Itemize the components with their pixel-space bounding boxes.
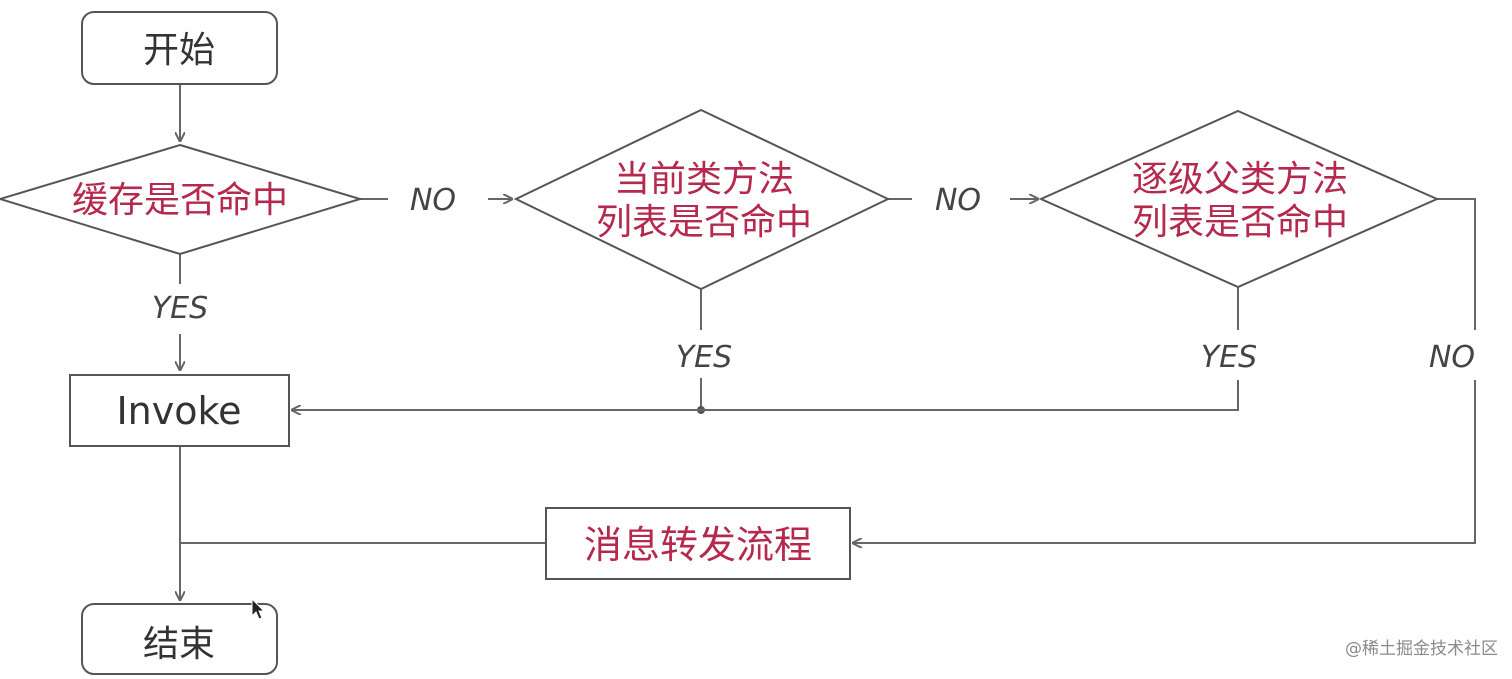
class-methods-decision-node: 当前类方法 列表是否命中 [513,108,891,291]
label-class-yes: YES [676,340,732,375]
cache-decision-shape [0,143,364,256]
cache-decision-label: 缓存是否命中 [72,180,288,221]
class-methods-label-line2: 列表是否命中 [596,202,812,243]
superclass-methods-label-line1: 逐级父类方法 [1132,159,1348,200]
label-cache-no: NO [410,183,456,218]
end-node-label: 结束 [143,624,215,665]
label-cache-yes: YES [152,291,208,326]
invoke-node: Invoke [69,374,290,447]
forwarding-node: 消息转发流程 [545,507,851,580]
edges [180,84,1476,600]
class-methods-decision-shape [513,108,891,291]
mouse-cursor-icon [251,597,266,620]
edge-super-yes-to-invoke [292,380,1239,410]
end-node: 结束 [81,603,278,675]
end-node-shape [81,603,278,675]
edge-super-no-to-forwarding [853,380,1476,543]
class-methods-label-line1: 当前类方法 [614,159,794,200]
invoke-node-label: Invoke [116,389,241,433]
label-class-no: NO [935,183,981,218]
label-super-no: NO [1429,340,1475,375]
start-node: 开始 [81,11,278,85]
start-node-shape [81,11,278,85]
cache-decision-node: 缓存是否命中 [0,143,364,256]
label-super-yes: YES [1201,340,1257,375]
superclass-methods-decision-shape [1038,109,1440,289]
superclass-methods-decision-node: 逐级父类方法 列表是否命中 [1038,109,1440,289]
watermark: @稀土掘金技术社区 [1345,639,1498,659]
forwarding-node-shape [545,507,851,580]
superclass-methods-label-line2: 列表是否命中 [1132,202,1348,243]
forwarding-node-label: 消息转发流程 [584,523,812,567]
start-node-label: 开始 [143,30,215,71]
invoke-node-shape [69,374,290,447]
edge-super-no-top [1437,198,1476,330]
